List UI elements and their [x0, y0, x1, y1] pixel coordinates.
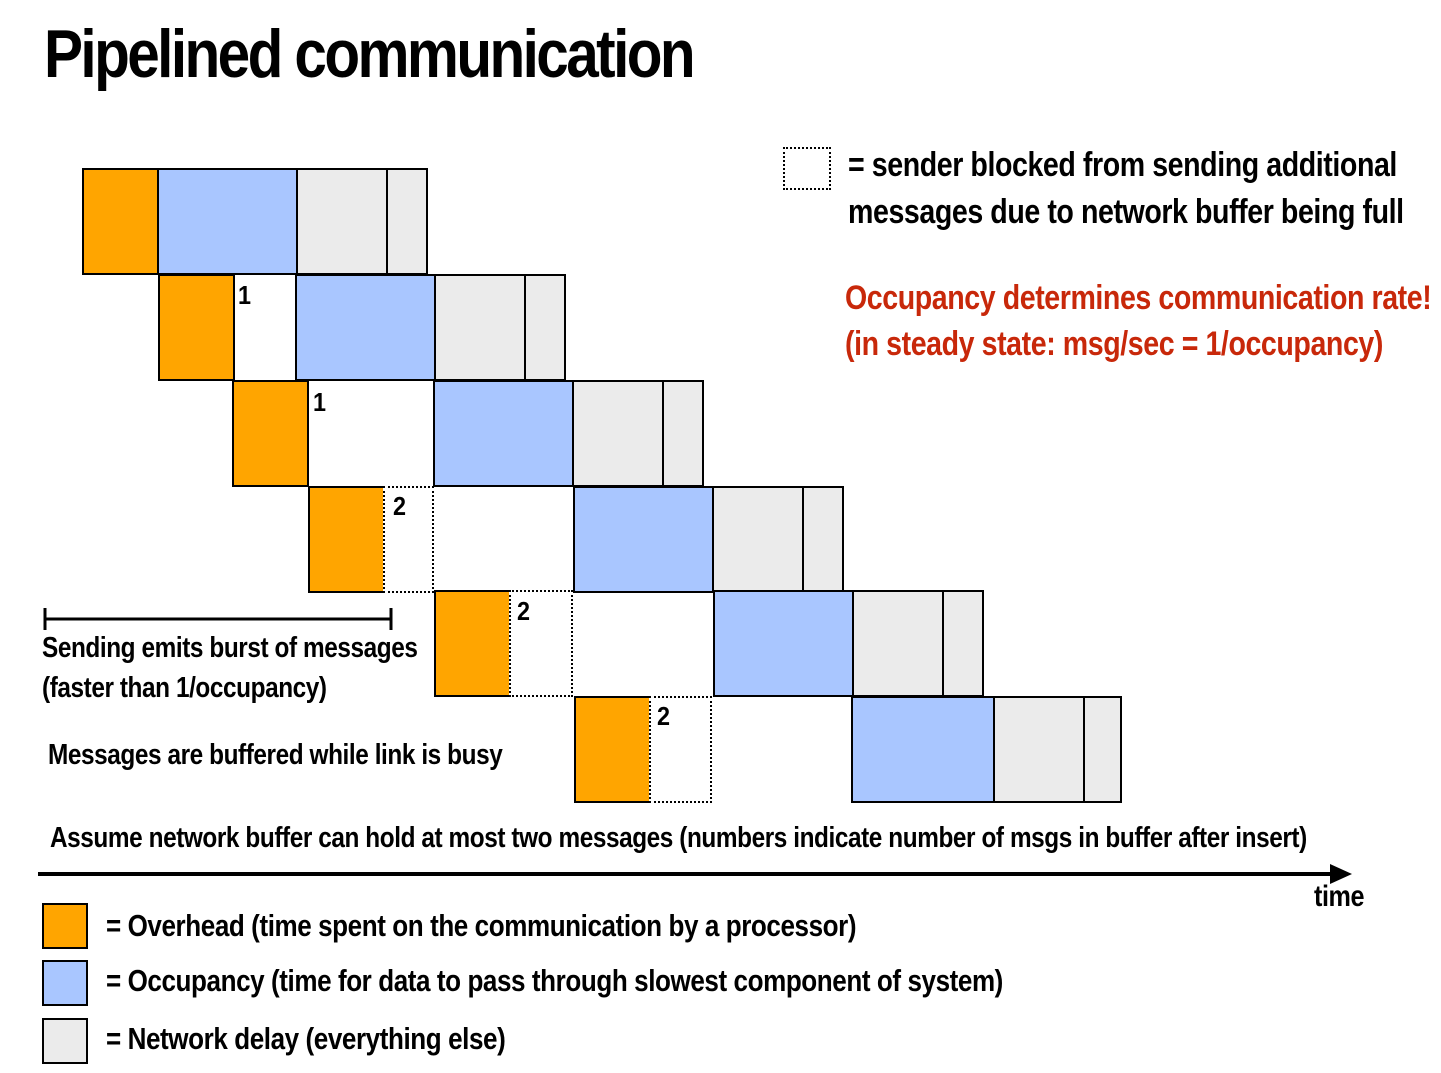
occupancy-block [713, 590, 854, 697]
occupancy-legend-swatch [42, 960, 88, 1006]
network-delay-block [712, 486, 804, 593]
occupancy-legend-text: = Occupancy (time for data to pass throu… [106, 963, 1003, 998]
assumption-note: Assume network buffer can hold at most t… [50, 822, 1307, 854]
blocked-block [383, 486, 434, 593]
network-delay-legend-swatch [42, 1018, 88, 1064]
blocked-legend-swatch [783, 147, 831, 190]
overhead-legend-text: = Overhead (time spent on the communicat… [106, 908, 857, 943]
occupancy-block [573, 486, 714, 593]
network-delay-block [1083, 696, 1122, 803]
blocked-legend-line2: messages due to network buffer being ful… [848, 193, 1404, 231]
occupancy-block [851, 696, 995, 803]
network-delay-block [434, 274, 526, 381]
buffer-count-label: 1 [238, 280, 252, 310]
steady-state-formula: (in steady state: msg/sec = 1/occupancy) [845, 325, 1383, 363]
network-delay-legend-text: = Network delay (everything else) [106, 1021, 506, 1056]
occupancy-block [295, 274, 436, 381]
overhead-block [232, 380, 309, 487]
blocked-block [509, 590, 573, 697]
occupancy-block [433, 380, 574, 487]
network-delay-block [386, 168, 428, 275]
blocked-legend-line1: = sender blocked from sending additional [848, 146, 1397, 184]
network-delay-block [802, 486, 844, 593]
network-delay-block [852, 590, 944, 697]
overhead-block [574, 696, 651, 803]
blocked-block [649, 696, 712, 803]
burst-note-line1: Sending emits burst of messages [42, 632, 418, 664]
buffer-note: Messages are buffered while link is busy [48, 739, 503, 771]
time-axis-arrowhead [1330, 864, 1352, 884]
occupancy-rate-headline: Occupancy determines communication rate! [845, 279, 1432, 317]
overhead-legend-swatch [42, 903, 88, 949]
overhead-block [158, 274, 235, 381]
buffer-count-label: 2 [517, 596, 531, 626]
burst-bracket [43, 608, 393, 630]
page-title: Pipelined communication [44, 16, 696, 92]
occupancy-block [157, 168, 298, 275]
burst-note-line2: (faster than 1/occupancy) [42, 672, 327, 704]
network-delay-block [296, 168, 388, 275]
buffer-count-label: 2 [657, 701, 671, 731]
overhead-block [308, 486, 385, 593]
buffer-count-label: 1 [313, 387, 327, 417]
time-axis-label: time [1314, 880, 1365, 913]
buffer-count-label: 2 [393, 491, 407, 521]
